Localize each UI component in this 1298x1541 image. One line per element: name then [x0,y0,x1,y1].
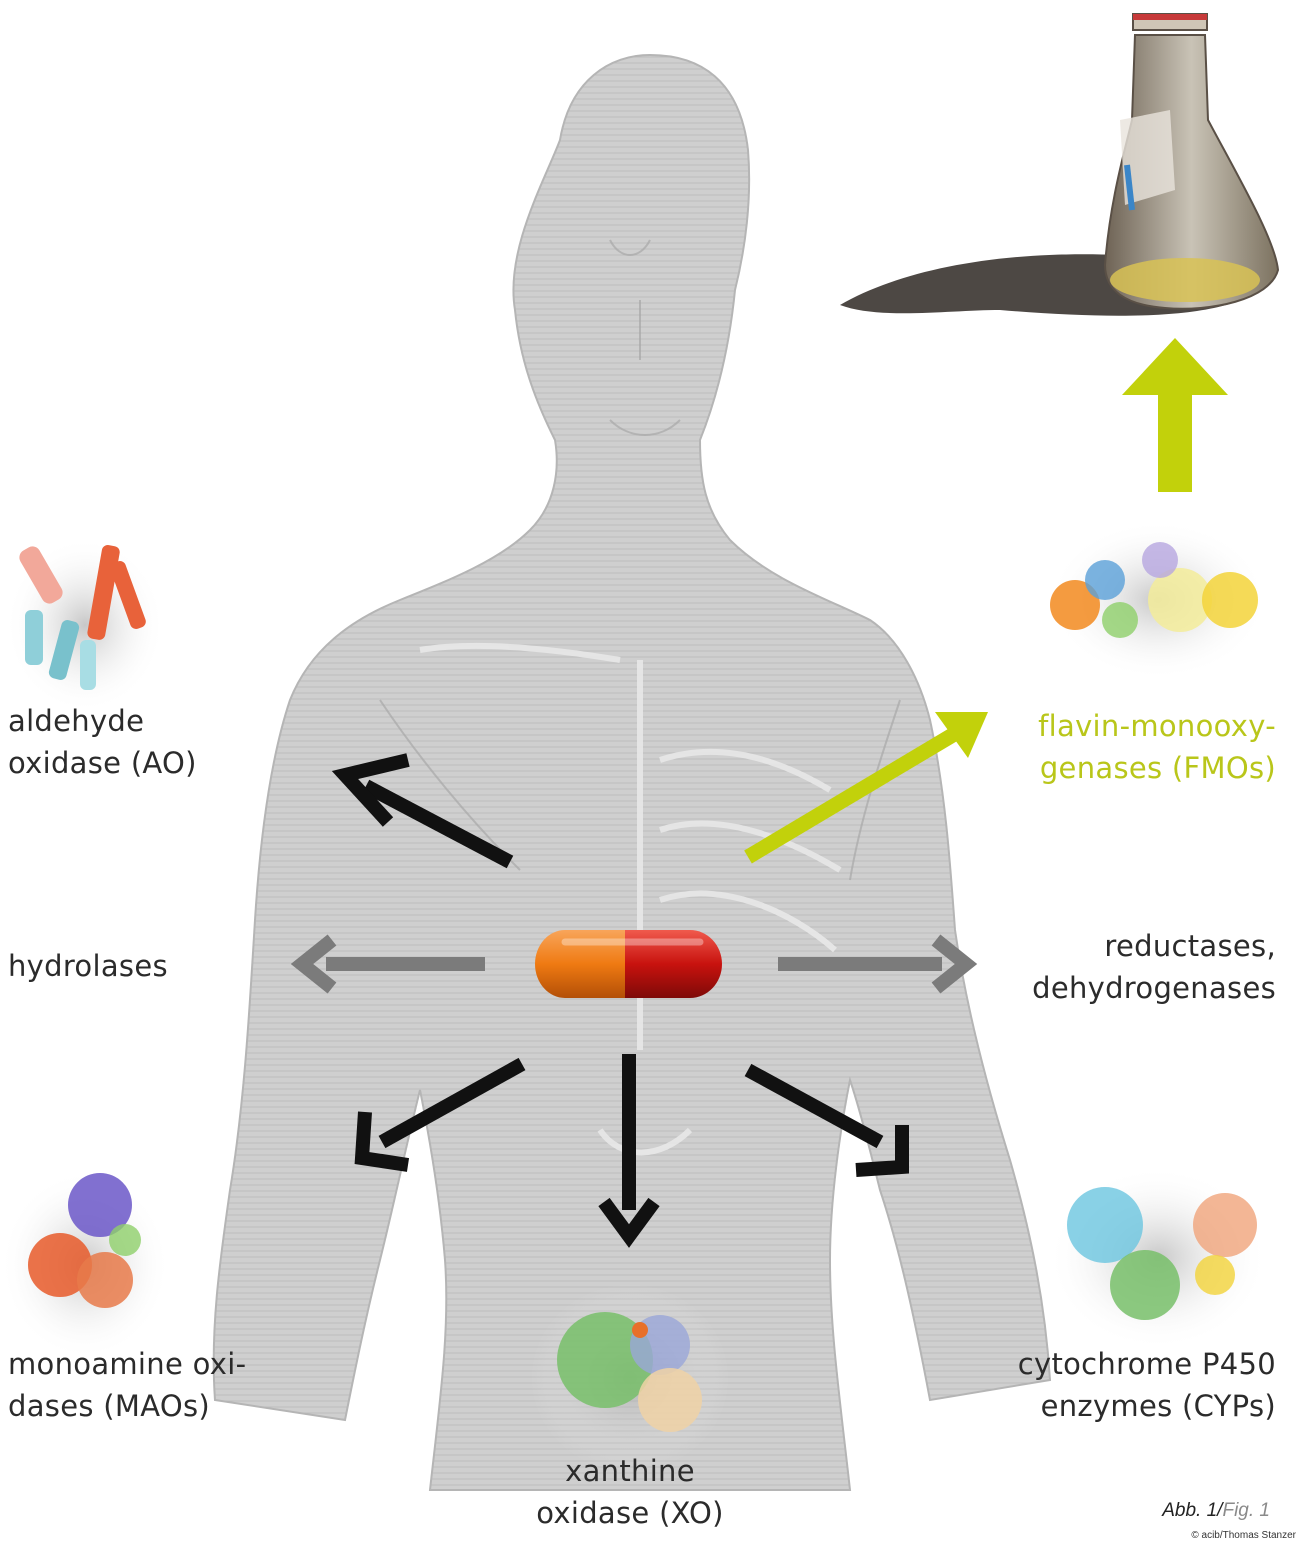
label-cytochrome-p450: cytochrome P450 enzymes (CYPs) [1018,1343,1276,1427]
fmo-structure-image [1048,520,1268,680]
label-monoamine-oxidases: monoamine oxi- dases (MAOs) [8,1343,246,1427]
label-xanthine-oxidase: xanthine oxidase (XO) [520,1450,740,1534]
mao-structure-image [0,1170,170,1360]
label-reductases: reductases, dehydrogenases [1032,925,1276,1009]
caption-fig: Fig. 1 [1222,1500,1270,1521]
caption-abb: Abb. 1/ [1162,1500,1222,1521]
label-hydrolases: hydrolases [8,945,168,987]
drug-capsule [535,930,722,998]
arrow-to-culture-flask [1122,338,1228,492]
cyp-structure-image [1048,1166,1268,1350]
image-credit: © acib/Thomas Stanzer [1191,1530,1296,1541]
aldehyde-oxidase-structure-image [5,537,165,713]
label-fmos: flavin-monooxy- genases (FMOs) [1038,705,1276,789]
figure-caption: Abb. 1/Fig. 1 [1162,1500,1270,1522]
culture-flask-image [840,14,1278,316]
label-aldehyde-oxidase: aldehyde oxidase (AO) [8,700,197,784]
xo-structure-image [530,1283,730,1473]
